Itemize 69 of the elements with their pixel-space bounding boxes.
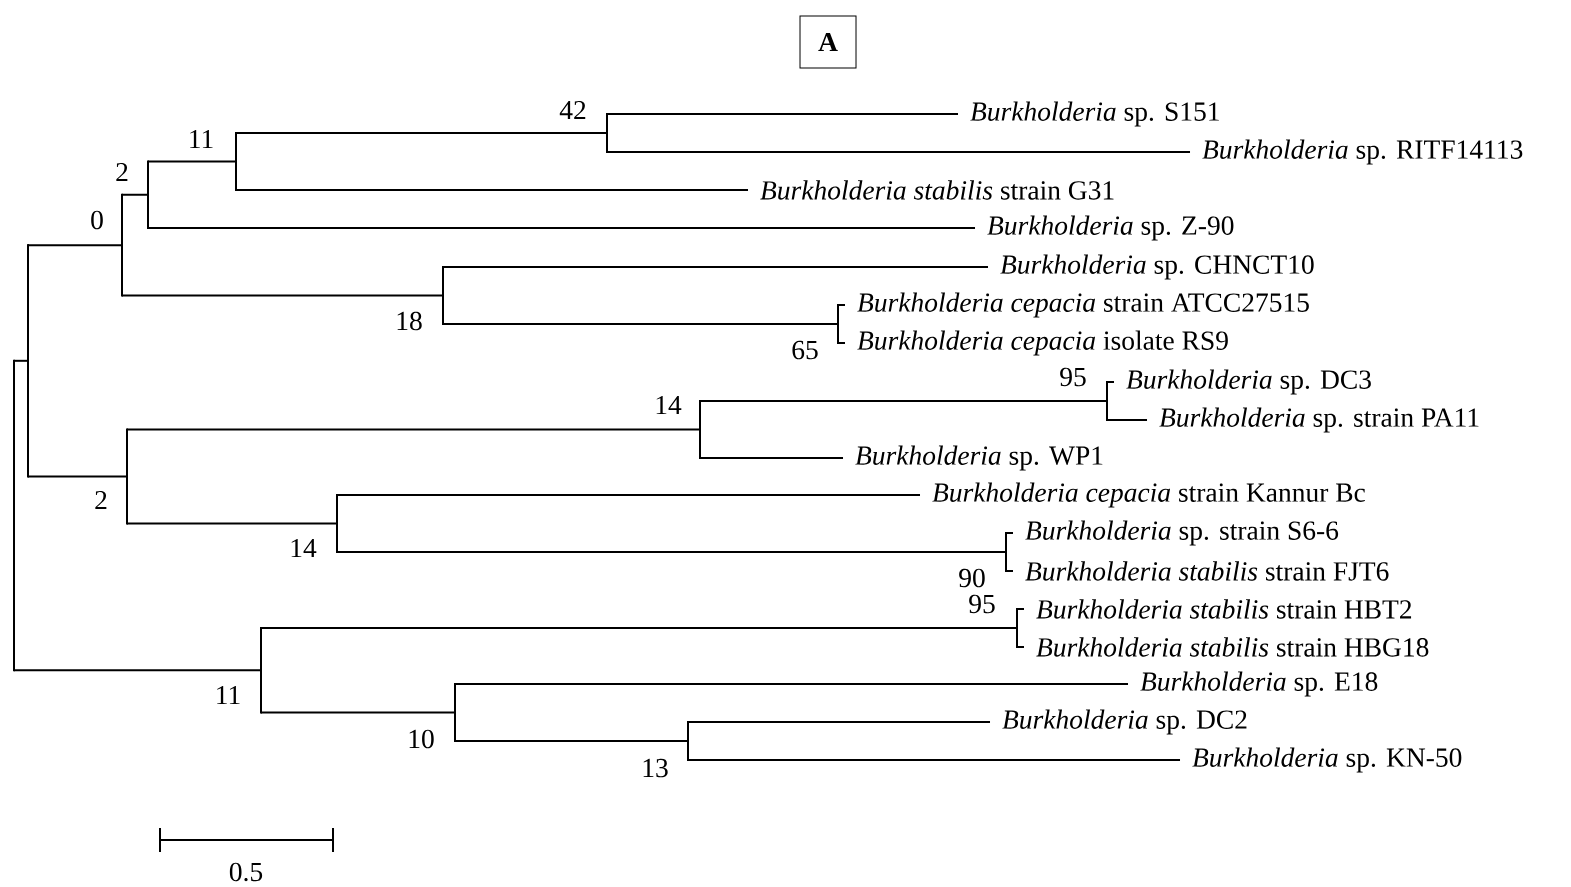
- branch: [121, 294, 444, 297]
- branch: [1016, 608, 1025, 610]
- branch: [699, 457, 844, 459]
- branch: [27, 244, 123, 247]
- bootstrap-value: 14: [656, 395, 682, 415]
- branch: [606, 113, 959, 115]
- branch: [147, 160, 237, 163]
- branch: [687, 721, 991, 723]
- bootstrap-value: 11: [190, 129, 213, 149]
- taxon-label: Burkholderia sp. CHNCT10: [1000, 254, 1314, 280]
- bootstrap-value: 90: [959, 568, 985, 588]
- branch: [687, 759, 1181, 761]
- taxon-label: Burkholderia sp. DC2: [1002, 709, 1247, 735]
- taxon-label: Burkholderia sp. S151: [970, 101, 1219, 127]
- bootstrap-value: 2: [95, 490, 107, 510]
- scale-label: 0.5: [229, 862, 263, 882]
- branch: [837, 342, 846, 344]
- taxon-label: Burkholderia stabilis strain FJT6: [1025, 561, 1389, 581]
- bootstrap-value: 42: [559, 100, 586, 120]
- bootstrap-value: 10: [409, 729, 434, 749]
- taxon-label: Burkholderia sp. RITF14113: [1202, 139, 1523, 165]
- branch: [1106, 419, 1148, 421]
- panel-label-box: A: [799, 15, 857, 69]
- branch: [1016, 646, 1025, 648]
- bootstrap-value: 13: [643, 758, 668, 778]
- branch: [121, 193, 149, 196]
- taxon-label: Burkholderia sp. KN-50: [1192, 747, 1462, 773]
- branch: [837, 304, 846, 306]
- branch: [442, 266, 989, 268]
- branch: [454, 740, 689, 742]
- bootstrap-value: 2: [116, 162, 128, 182]
- taxon-label: Burkholderia stabilis strain G31: [760, 180, 1114, 200]
- taxon-label: Burkholderia sp. Z-90: [987, 215, 1234, 241]
- bootstrap-value: 14: [291, 538, 317, 558]
- taxon-label: Burkholderia sp. strain PA11: [1159, 407, 1479, 433]
- bootstrap-value: 95: [969, 594, 995, 614]
- bootstrap-value: 95: [1060, 367, 1086, 387]
- branch: [13, 669, 262, 672]
- branch: [126, 522, 338, 525]
- branch: [454, 683, 1129, 685]
- taxon-label: Burkholderia cepacia strain Kannur Bc: [932, 482, 1365, 508]
- taxon-label: Burkholderia cepacia isolate RS9: [857, 330, 1228, 356]
- taxon-label: Burkholderia sp. DC3: [1126, 369, 1371, 395]
- branch: [1106, 381, 1115, 383]
- branch: [336, 494, 921, 496]
- taxon-label: Burkholderia stabilis strain HBG18: [1036, 637, 1429, 657]
- bootstrap-value: 18: [397, 311, 422, 331]
- branch: [260, 627, 1018, 629]
- branch: [260, 711, 456, 714]
- branch: [336, 551, 1007, 553]
- bootstrap-value: 11: [217, 685, 240, 705]
- branch: [1005, 570, 1014, 572]
- taxon-label: Burkholderia sp. strain S6-6: [1025, 520, 1339, 546]
- branch: [442, 323, 839, 325]
- branch: [27, 475, 128, 478]
- branch: [699, 400, 1108, 402]
- taxon-label: Burkholderia sp. E18: [1140, 671, 1378, 697]
- branch: [13, 359, 29, 362]
- taxon-label: Burkholderia stabilis strain HBT2: [1036, 599, 1412, 619]
- branch: [1005, 532, 1014, 534]
- taxon-label: Burkholderia sp. WP1: [855, 445, 1103, 471]
- branch: [235, 132, 608, 134]
- branch: [606, 151, 1191, 153]
- bootstrap-value: 65: [792, 340, 818, 360]
- branch: [147, 227, 976, 229]
- branch: [235, 189, 749, 191]
- taxon-label: Burkholderia cepacia strain ATCC27515: [857, 292, 1309, 318]
- bootstrap-value: 0: [91, 210, 103, 230]
- branch: [126, 428, 701, 431]
